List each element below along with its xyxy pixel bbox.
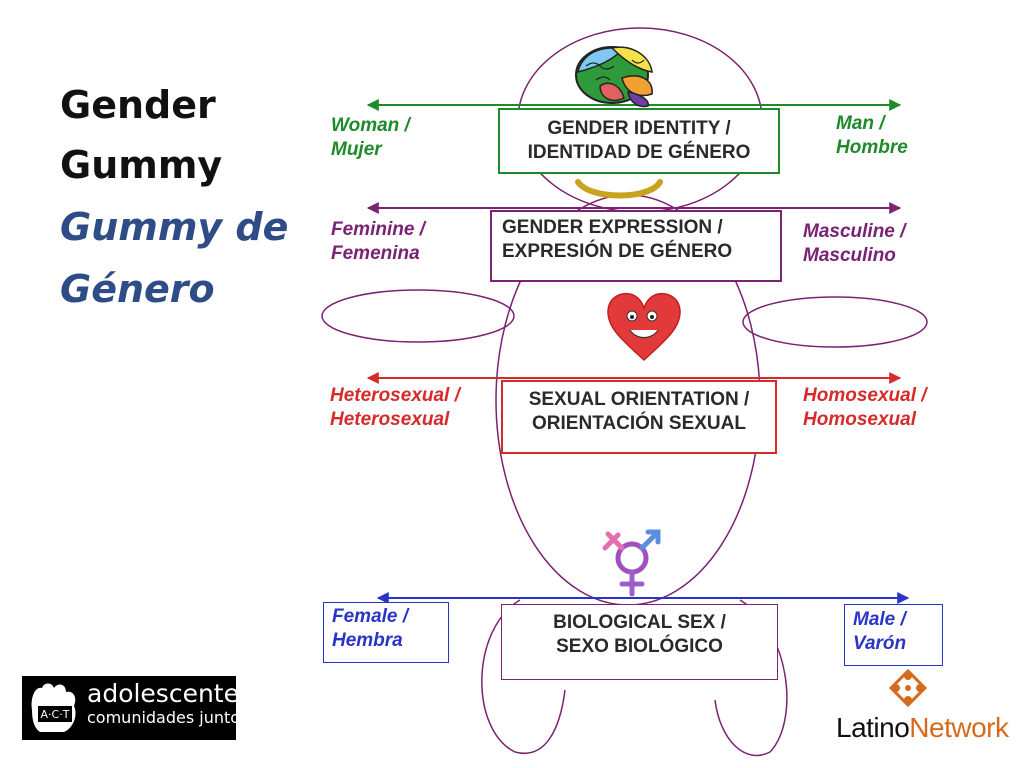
title-line-4: Género	[60, 267, 215, 311]
biological-sex-box: BIOLOGICAL SEX /SEXO BIOLÓGICO	[501, 604, 778, 680]
heart-face-icon	[607, 292, 681, 362]
expression-left-label: Feminine /Femenina	[331, 219, 425, 264]
transgender-symbol-icon	[602, 529, 661, 597]
biological-left-label: Female /Hembra	[323, 602, 449, 663]
title-line-3: Gummy de	[60, 205, 289, 249]
brain-icon	[575, 46, 653, 108]
act-hands-mark: A·C·T	[31, 683, 76, 732]
expression-right-label: Masculine /Masculino	[803, 221, 906, 266]
latino-network-logo-text: LatinoNetwork	[836, 712, 1009, 743]
gender-identity-box: GENDER IDENTITY /IDENTIDAD DE GÉNERO	[498, 108, 780, 174]
smile-mouth	[575, 179, 663, 199]
orientation-right-label: Homosexual /Homosexual	[803, 385, 927, 430]
title-line-2: Gummy	[60, 143, 223, 187]
act-logo-text: adolescentes y comunidades juntos	[87, 679, 275, 727]
sexual-orientation-box: SEXUAL ORIENTATION /ORIENTACIÓN SEXUAL	[501, 380, 777, 454]
identity-right-label: Man /Hombre	[836, 113, 908, 158]
svg-text:A·C·T: A·C·T	[41, 708, 70, 721]
gender-expression-box: GENDER EXPRESSION /EXPRESIÓN DE GÉNERO	[490, 210, 782, 282]
title-line-1: Gender	[60, 83, 216, 127]
latino-network-emblem-icon	[888, 668, 928, 708]
gummy-left-arm	[321, 289, 515, 343]
gummy-right-arm	[742, 296, 928, 348]
gummy-left-leg	[481, 599, 566, 755]
identity-left-label: Woman /Mujer	[331, 115, 410, 160]
orientation-left-label: Heterosexual /Heterosexual	[330, 385, 460, 430]
biological-right-label: Male /Varón	[844, 604, 943, 666]
